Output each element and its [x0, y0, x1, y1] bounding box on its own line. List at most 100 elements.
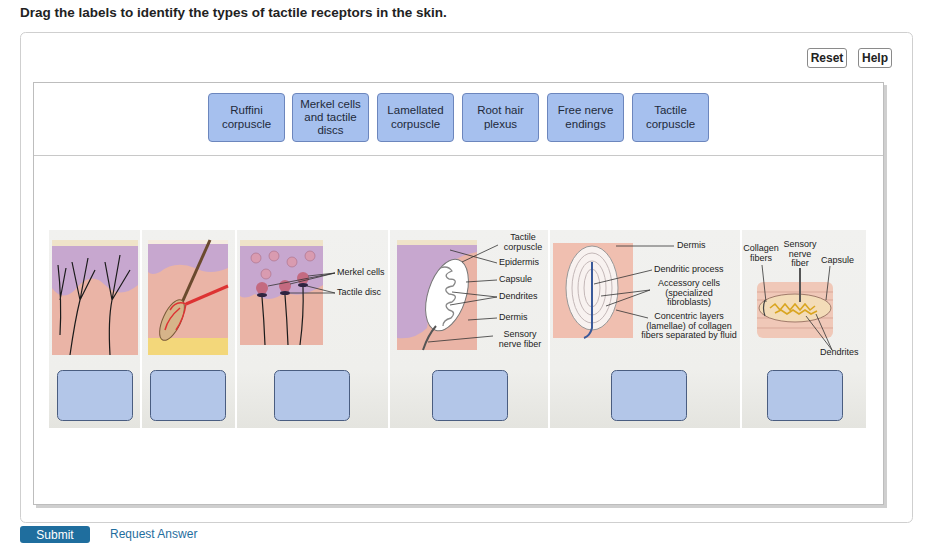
- epidermis-layer: [148, 240, 228, 274]
- panel-divider: [388, 230, 390, 428]
- hair-follicle: [155, 296, 190, 343]
- drop-targets: [58, 371, 843, 421]
- panel-divider: [548, 230, 550, 428]
- leader-line: [462, 245, 498, 262]
- label-tile: Ruffini corpuscle: [208, 93, 285, 142]
- epidermal-cell: [261, 269, 271, 279]
- part-label: Dendritic process: [654, 265, 734, 275]
- dendrites: [770, 304, 817, 314]
- nerve-wrap: [165, 303, 186, 330]
- label-tile: Root hair plexus: [462, 93, 539, 142]
- submit-button-text: Submit: [36, 528, 73, 542]
- label-tile-text: Root hair plexus: [467, 104, 534, 130]
- panel-divider: [235, 230, 237, 428]
- part-label: Capsule: [499, 275, 547, 285]
- label-tile-text: Merkel cells and tactile discs: [297, 98, 364, 138]
- ruffini-capsule: [759, 294, 831, 322]
- part-label: Dermis: [677, 241, 727, 251]
- panel-dividers: [141, 230, 741, 428]
- leader-line: [268, 273, 335, 286]
- epidermis-layer: [397, 240, 477, 338]
- root-hair-plexus-art: [148, 240, 228, 355]
- tactile-disc: [257, 293, 267, 297]
- stratum-corneum: [397, 240, 477, 245]
- panel-divider: [140, 230, 142, 428]
- part-label: Dendrites: [499, 292, 547, 302]
- label-tile-text: Lamellated corpuscle: [382, 104, 449, 130]
- label-tile: Free nerve endings: [547, 93, 624, 142]
- drop-target: [151, 371, 226, 421]
- leader-line: [452, 292, 497, 297]
- corpuscle-capsule: [417, 254, 476, 336]
- drop-target: [58, 371, 133, 421]
- drop-target: [768, 371, 843, 421]
- image-strip: [49, 230, 866, 428]
- leader-line: [606, 290, 650, 306]
- leader-line: [616, 246, 674, 247]
- help-button: Help: [858, 48, 892, 68]
- label-panel: [34, 83, 884, 505]
- request-answer-link: Request Answer: [110, 527, 230, 541]
- label-tile-text: Ruffini corpuscle: [213, 104, 280, 130]
- drop-target: [612, 371, 687, 421]
- nerve-fibers: [262, 287, 303, 345]
- reset-button: Reset: [807, 48, 847, 68]
- leader-line: [290, 273, 335, 284]
- part-label: Concentric layers (lamellae) of collagen…: [638, 312, 740, 341]
- instruction-heading: Drag the labels to identify the types of…: [20, 5, 447, 20]
- label-tile-text: Tactile corpuscle: [637, 104, 704, 130]
- dermis-layer: [148, 240, 228, 355]
- leader-line: [468, 318, 497, 320]
- epidermal-cell: [287, 257, 297, 267]
- collagen-band: [757, 282, 833, 338]
- drop-target: [275, 371, 350, 421]
- part-label: Capsule: [821, 256, 866, 266]
- help-button-text: Help: [862, 51, 888, 65]
- leader-line: [450, 250, 497, 263]
- stratum-corneum: [240, 240, 323, 246]
- dermis-layer: [240, 240, 323, 345]
- part-label: Tactile disc: [337, 288, 397, 298]
- epidermal-cell: [305, 251, 315, 261]
- label-tile: Lamellated corpuscle: [377, 93, 454, 142]
- nerve-endings: [58, 255, 130, 355]
- sensory-nerve: [186, 286, 228, 304]
- leader-line: [307, 286, 335, 293]
- leader-line: [826, 266, 830, 300]
- drop-target: [433, 371, 508, 421]
- leader-line: [290, 293, 335, 294]
- leader-line: [616, 310, 648, 318]
- leader-line: [450, 297, 497, 305]
- part-label: Merkel cells: [337, 268, 397, 278]
- part-label: Collagen fibers: [741, 244, 781, 263]
- merkel-cells-art: [240, 240, 335, 345]
- separator-line: [34, 155, 883, 156]
- ruffini-corpuscle-art: [757, 265, 833, 350]
- dermis-layer: [397, 240, 477, 350]
- leader-lines: [268, 273, 335, 293]
- leader-line: [308, 273, 335, 276]
- part-label: Epidermis: [499, 258, 547, 268]
- dermis-layer: [553, 243, 633, 338]
- fat-layer: [148, 338, 228, 355]
- epidermis-layer: [240, 240, 323, 299]
- epidermal-cell: [269, 251, 279, 261]
- tactile-disc: [280, 291, 290, 295]
- stratum-corneum: [148, 240, 228, 244]
- dendritic-process: [584, 262, 592, 338]
- leader-line: [428, 336, 493, 342]
- epidermal-cell: [251, 253, 261, 263]
- leader-lines: [762, 265, 832, 350]
- leader-line: [594, 270, 652, 284]
- panel-divider: [740, 230, 742, 428]
- reset-button-text: Reset: [811, 51, 844, 65]
- dermis-layer: [52, 240, 138, 355]
- merkel-cell: [256, 282, 268, 294]
- stratum-corneum: [52, 240, 138, 246]
- sensory-nerve: [799, 268, 801, 302]
- part-label: Sensory nerve fiber: [494, 330, 546, 349]
- submit-button: Submit: [20, 526, 90, 543]
- coiled-dendrites: [440, 267, 455, 326]
